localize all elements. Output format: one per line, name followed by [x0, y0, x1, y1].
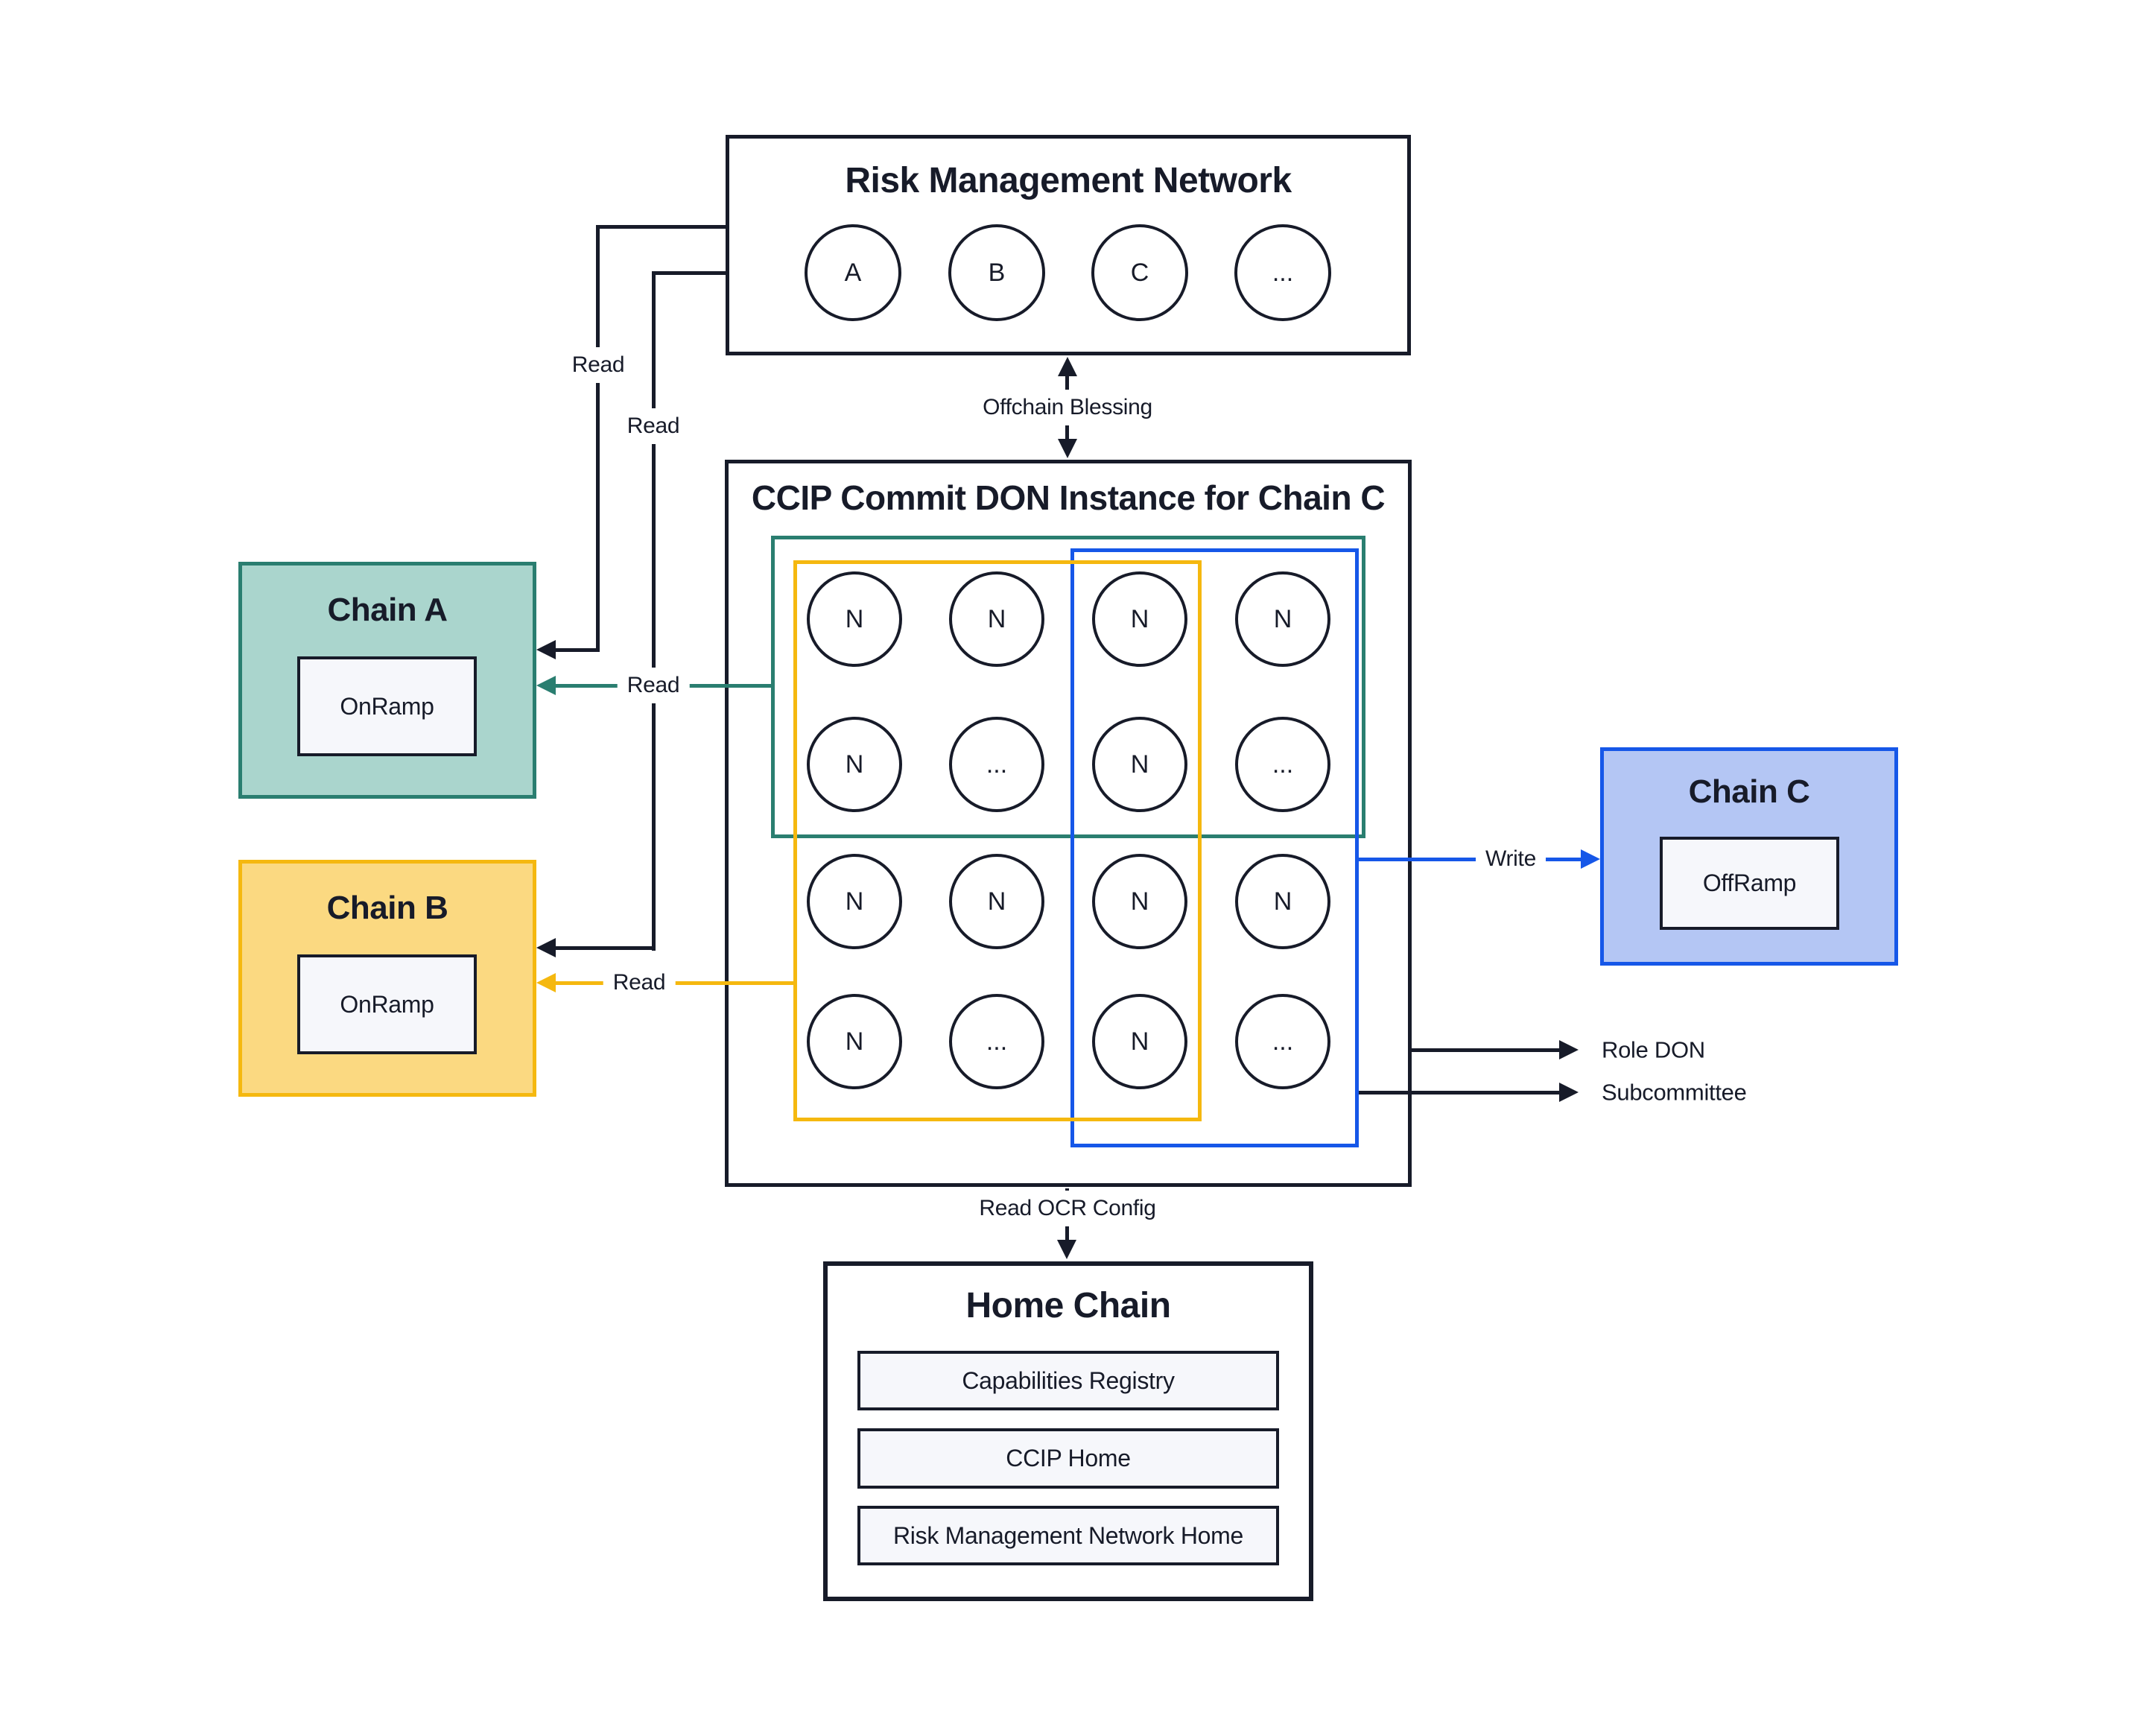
line: [1412, 1048, 1559, 1052]
subcommittee-label: Subcommittee: [1602, 1079, 1747, 1106]
read-ocr-config-label: Read OCR Config: [969, 1191, 1166, 1226]
don-node: N: [807, 854, 902, 949]
don-node-label: N: [987, 604, 1006, 633]
don-node-label: ...: [986, 750, 1008, 779]
rmn-node-a-label: A: [844, 258, 862, 287]
don-node: N: [1092, 571, 1187, 667]
arrowhead-left-icon: [536, 640, 556, 659]
offchain-blessing-label: Offchain Blessing: [973, 390, 1162, 425]
don-node-label: N: [1130, 750, 1149, 779]
don-node: ...: [1235, 994, 1330, 1089]
don-node: N: [807, 994, 902, 1089]
rmn-node-c-label: C: [1130, 258, 1149, 287]
don-node: ...: [1235, 717, 1330, 812]
read-label-rmn-chain-b: Read: [617, 408, 690, 444]
read-label-don-chain-b: Read: [603, 965, 676, 1001]
don-node: N: [1092, 854, 1187, 949]
don-node: N: [949, 571, 1044, 667]
don-node-label: N: [1130, 604, 1149, 633]
line: [596, 225, 727, 229]
rmn-node-c: C: [1091, 224, 1188, 321]
line: [652, 271, 656, 951]
don-node: N: [1235, 854, 1330, 949]
arrowhead-right-icon: [1559, 1040, 1579, 1059]
line: [596, 225, 600, 651]
arrowhead-right-icon: [1559, 1083, 1579, 1102]
don-node: N: [807, 571, 902, 667]
don-node: N: [1092, 994, 1187, 1089]
don-node: N: [807, 717, 902, 812]
don-node-label: N: [845, 1027, 864, 1056]
chain-a-onramp-label: OnRamp: [340, 692, 434, 720]
arrowhead-right-icon: [1581, 849, 1600, 869]
ccip-home-label: CCIP Home: [1006, 1445, 1131, 1472]
arrowhead-left-icon: [536, 973, 556, 992]
don-node: N: [949, 854, 1044, 949]
role-don-label: Role DON: [1602, 1036, 1705, 1063]
line: [1359, 858, 1582, 861]
risk-management-network-home-label: Risk Management Network Home: [893, 1521, 1243, 1549]
arrowhead-left-icon: [536, 938, 556, 957]
write-label: Write: [1476, 841, 1546, 877]
rmn-node-ellipsis-label: ...: [1272, 258, 1294, 287]
don-node-label: ...: [1272, 750, 1294, 779]
rmn-node-ellipsis: ...: [1234, 224, 1331, 321]
don-node-label: N: [1130, 1027, 1149, 1056]
line: [652, 271, 727, 275]
chain-c-offramp-label: OffRamp: [1702, 869, 1797, 896]
don-node: ...: [949, 994, 1044, 1089]
don-node-label: N: [845, 750, 864, 779]
chain-b-subcommittee-rect: [793, 560, 1202, 1121]
risk-management-network-home-box: Risk Management Network Home: [857, 1506, 1279, 1565]
chain-c-subcommittee-rect: [1070, 548, 1359, 1147]
capabilities-registry-label: Capabilities Registry: [962, 1366, 1175, 1394]
chain-b-onramp-label: OnRamp: [340, 990, 434, 1018]
arrowhead-left-icon: [536, 676, 556, 695]
line: [554, 981, 797, 985]
don-node-label: N: [987, 887, 1006, 916]
arrowhead-up-icon: [1058, 357, 1077, 376]
line: [554, 946, 656, 950]
don-node: ...: [949, 717, 1044, 812]
home-chain-title: Home Chain: [965, 1286, 1171, 1325]
don-node-label: N: [1273, 604, 1292, 633]
ccip-home-box: CCIP Home: [857, 1428, 1279, 1489]
chain-b-onramp-box: OnRamp: [297, 954, 477, 1054]
chain-a-title: Chain A: [327, 592, 448, 628]
chain-b-title: Chain B: [326, 890, 448, 926]
rmn-node-a: A: [805, 224, 901, 321]
capabilities-registry-box: Capabilities Registry: [857, 1351, 1279, 1410]
don-node-label: N: [845, 604, 864, 633]
don-node-label: ...: [1272, 1027, 1294, 1056]
risk-management-network-title: Risk Management Network: [845, 161, 1292, 200]
chain-b-box: [238, 860, 536, 1097]
rmn-node-b-label: B: [988, 258, 1006, 287]
don-node: N: [1092, 717, 1187, 812]
arrowhead-down-icon: [1057, 1240, 1076, 1259]
don-node-label: N: [1130, 887, 1149, 916]
don-node-label: ...: [986, 1027, 1008, 1056]
commit-don-title: CCIP Commit DON Instance for Chain C: [751, 478, 1386, 517]
don-node: N: [1235, 571, 1330, 667]
read-label-rmn-chain-a: Read: [562, 347, 635, 383]
rmn-node-b: B: [948, 224, 1045, 321]
chain-a-onramp-box: OnRamp: [297, 656, 477, 756]
chain-c-offramp-box: OffRamp: [1660, 837, 1839, 930]
line: [1359, 1091, 1559, 1094]
read-label-don-chain-a: Read: [617, 668, 690, 703]
don-node-label: N: [1273, 887, 1292, 916]
arrowhead-down-icon: [1058, 439, 1077, 458]
chain-c-title: Chain C: [1688, 773, 1810, 810]
don-node-label: N: [845, 887, 864, 916]
line: [554, 648, 600, 652]
